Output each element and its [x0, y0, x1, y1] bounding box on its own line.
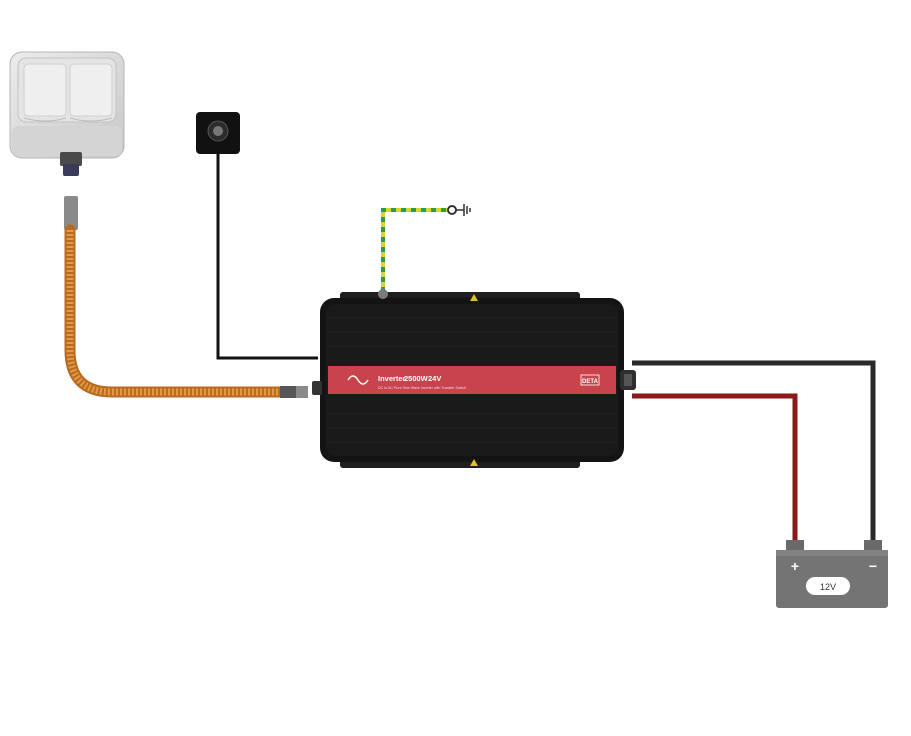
inverter-logo: DETA	[580, 374, 600, 386]
positive-cable	[632, 393, 798, 545]
battery-voltage-badge	[806, 577, 850, 595]
battery-positive-symbol: +	[791, 558, 799, 574]
battery	[776, 540, 888, 608]
battery-voltage-label: 12V	[820, 582, 836, 592]
negative-cable	[632, 360, 876, 545]
inverter-stripe	[328, 366, 616, 394]
ac-output-cable	[64, 196, 308, 398]
battery-negative-symbol: −	[869, 558, 877, 574]
inverter	[312, 289, 636, 468]
inverter-logo-text: DETA	[582, 379, 599, 385]
remote-switch	[196, 112, 318, 360]
ground-wire	[381, 204, 471, 292]
inverter-voltage: 24V	[428, 374, 441, 383]
ring-terminal-icon	[447, 205, 457, 215]
sine-wave-icon	[347, 375, 369, 385]
inverter-power: 2500W	[404, 374, 429, 383]
ac-socket-box	[9, 51, 125, 176]
inverter-subtitle: DC to AC Pure Sine Wave Inverter with Tr…	[378, 386, 466, 390]
ground-symbol-icon	[456, 204, 471, 216]
inverter-title: Inverter	[378, 374, 406, 383]
